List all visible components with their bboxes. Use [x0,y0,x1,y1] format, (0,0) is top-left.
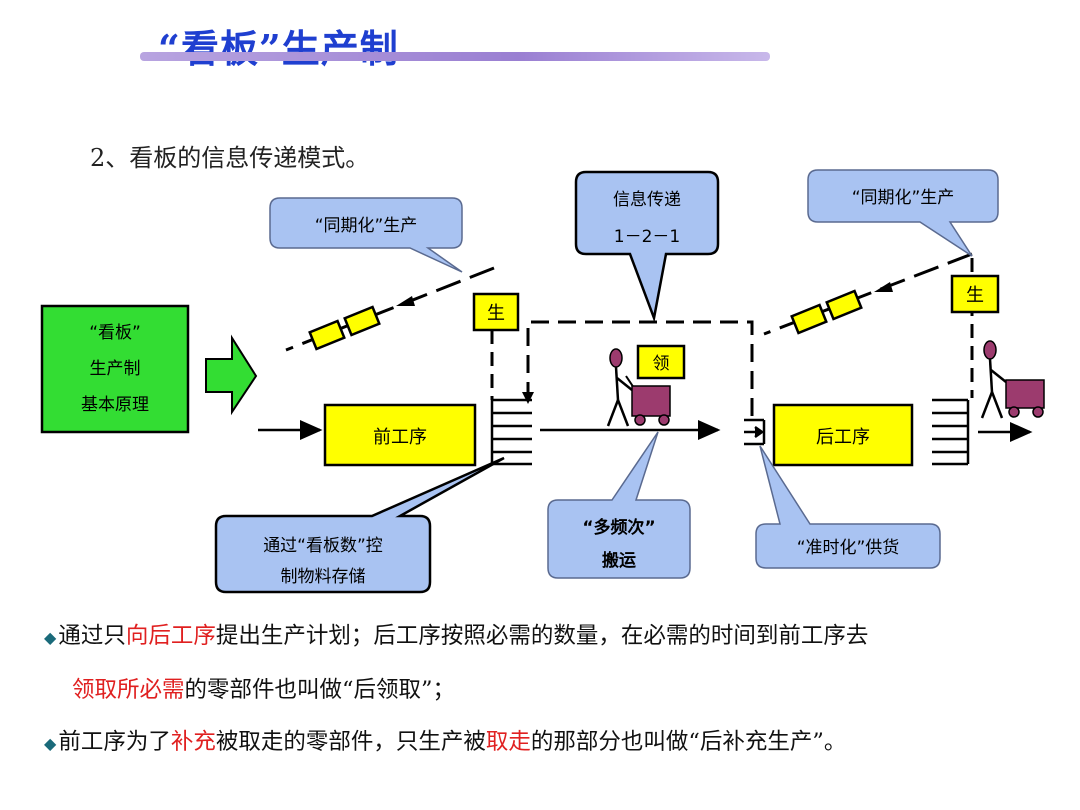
left-kanban-cards-icon [308,305,381,351]
callout-freq-line2: 搬运 [602,550,636,571]
downstream-process-label: 后工序 [816,427,870,448]
callout-freq-line1: “多频次” [582,517,655,538]
diamond-bullet-icon: ◆ [44,734,57,753]
bullet-item-2: ◆前工序为了补充被取走的零部件，只生产被取走的那部分也叫做“后补充生产”。 [44,729,847,755]
withdraw-tag [636,344,686,380]
right-kanban-arrow-icon [874,282,893,292]
downstream-worker-icon [980,340,1045,419]
callout-sync-left-text: “同期化”生产 [315,216,418,236]
title-underline [140,52,770,61]
callout-info-line2: 1－2－1 [614,227,680,247]
loop-arrowhead-icon [522,392,534,404]
transport-worker-icon [606,348,671,427]
callout-jit-text: “准时化”供货 [797,538,900,558]
section-subtitle: 2、看板的信息传递模式。 [90,144,370,172]
bullet-item-1: ◆通过只向后工序提出生产计划；后工序按照必需的数量，在必需的时间到前工序去 [44,623,869,649]
downstream-produce-tag-label: 生 [966,285,984,306]
upstream-process-box [323,403,477,467]
withdraw-tag-label: 领 [653,354,670,374]
callout-jit [755,445,941,569]
right-kanban-cards-icon [790,289,863,335]
principle-line1: “看板” [89,323,141,343]
callout-sync-right [807,169,999,257]
upstream-stock-icon [490,398,532,466]
downstream-inbound-icon [744,418,766,446]
callout-freq [547,431,691,579]
principle-arrow [205,334,258,416]
downstream-produce-tag [950,274,1000,314]
page-title: “看板”生产制 [158,26,399,71]
callout-info-line1: 信息传递 [613,190,681,210]
principle-line3: 基本原理 [81,395,149,415]
upstream-produce-tag [472,292,520,332]
callout-stock [214,456,505,594]
callout-sync-left [269,197,463,273]
principle-box [40,304,190,434]
principle-line2: 生产制 [90,359,141,379]
callout-info [574,170,720,323]
bullet-item-1-continued: 领取所必需的零部件也叫做“后领取”； [72,677,456,703]
upstream-process-label: 前工序 [373,427,427,448]
left-kanban-arrow-icon [396,296,415,306]
callout-stock-line2: 制物料存储 [281,567,366,587]
callout-sync-right-text: “同期化”生产 [852,188,955,208]
callout-stock-line1: 通过“看板数”控 [263,536,383,556]
downstream-process-box [772,403,914,467]
diamond-bullet-icon: ◆ [44,628,57,647]
downstream-stock-icon [932,398,970,466]
upstream-produce-tag-label: 生 [487,303,505,324]
bullet-list: ◆通过只向后工序提出生产计划；后工序按照必需的数量，在必需的时间到前工序去 领取… [44,610,1064,770]
withdrawal-kanban-loop [526,320,754,418]
